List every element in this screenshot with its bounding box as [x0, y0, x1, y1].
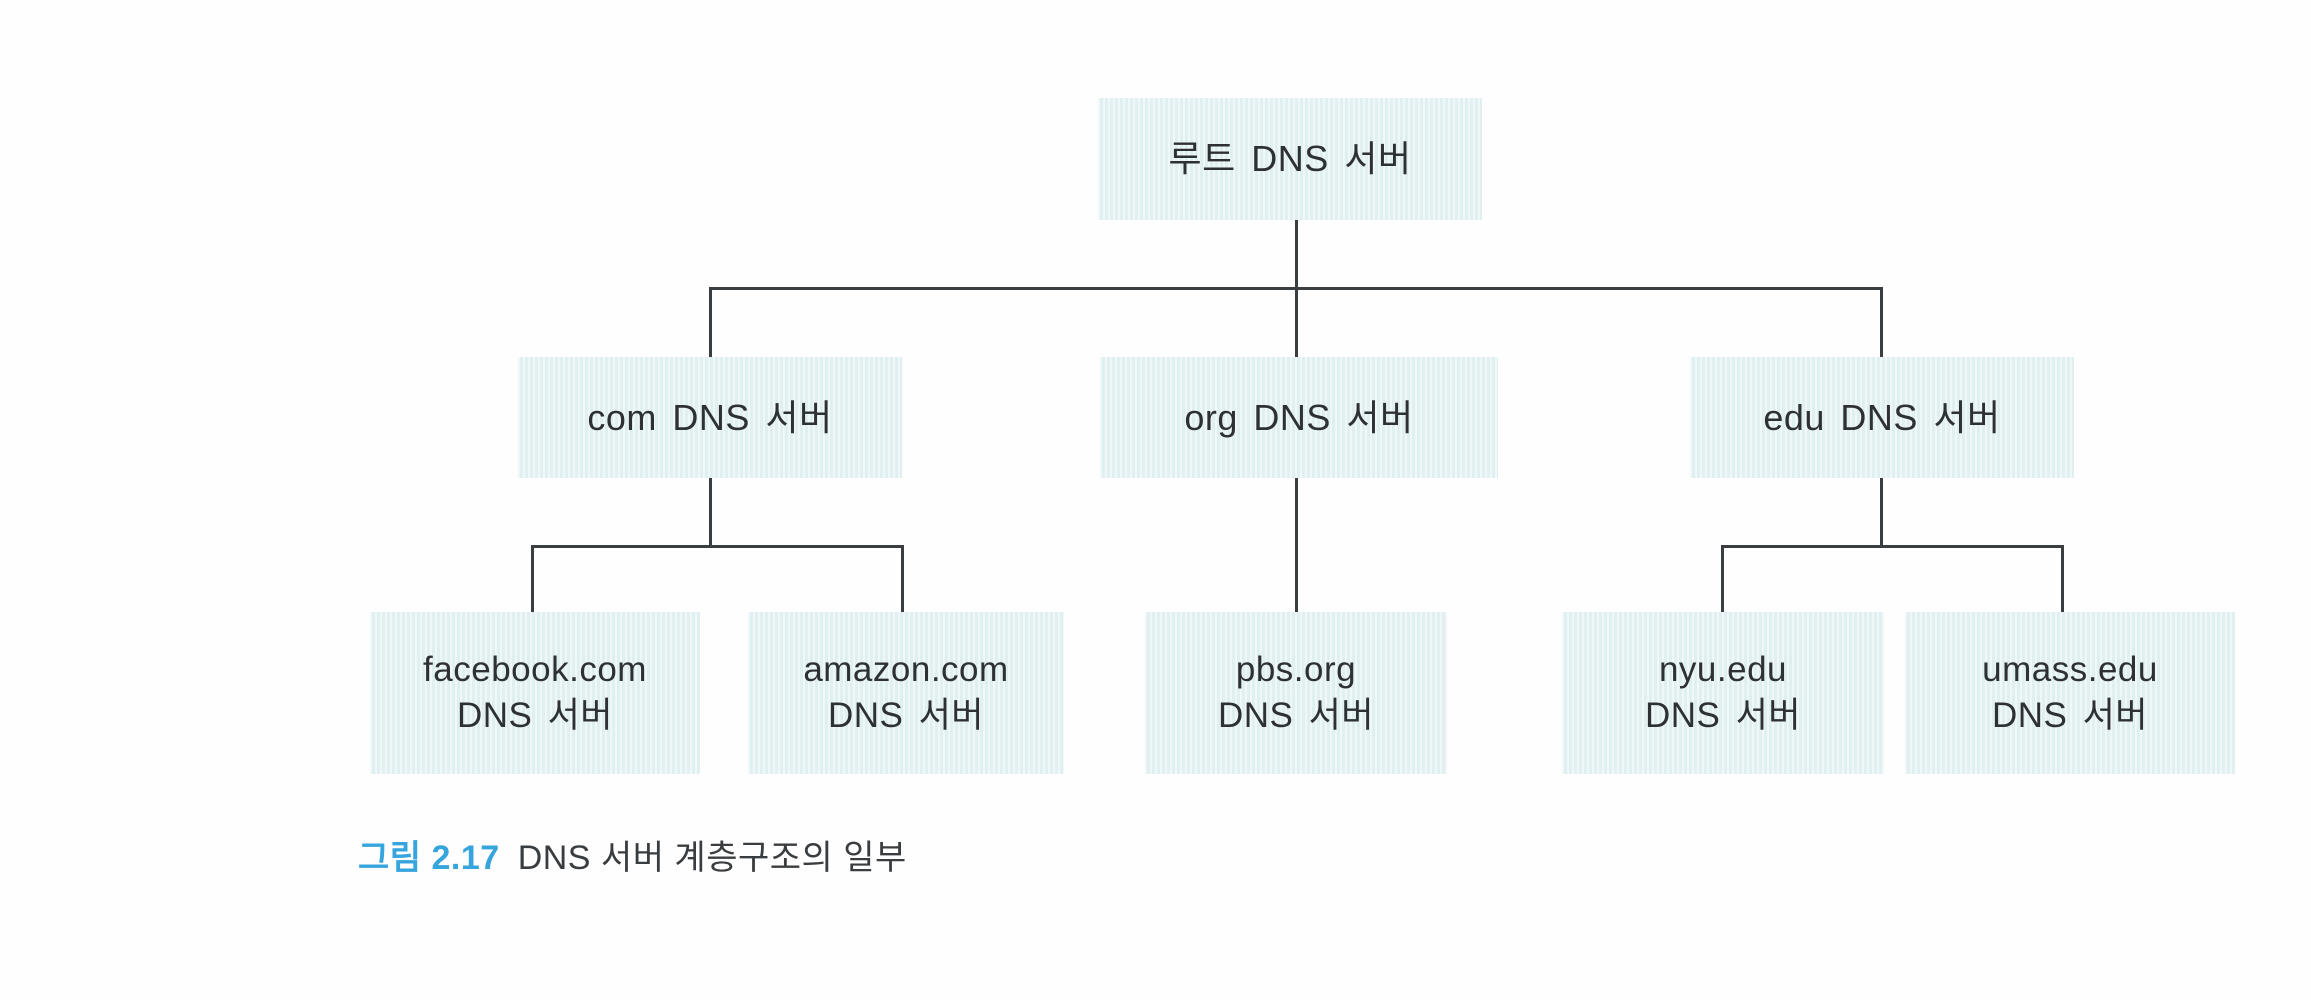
node-label-line1: facebook.com [423, 649, 647, 689]
node-label-line2: DNS 서버 [827, 696, 985, 735]
connector-rail-to-edu [1880, 288, 1883, 358]
figure-caption-number: 그림 2.17 [358, 839, 500, 877]
node-label-line1: amazon.com [803, 649, 1009, 689]
node-umass-dns-server: umass.edu DNS 서버 [1905, 612, 2235, 774]
node-pbs-dns-server: pbs.org DNS 서버 [1145, 612, 1447, 774]
node-root-dns-server: 루트 DNS 서버 [1098, 98, 1482, 220]
connector-org-to-pbs [1295, 478, 1298, 612]
connector-com-drop [709, 478, 712, 546]
node-com-dns-server: com DNS 서버 [518, 357, 902, 478]
node-label: com DNS 서버 [587, 396, 833, 438]
node-label-line1: umass.edu [1982, 649, 2158, 689]
node-label-line2: DNS 서버 [1991, 696, 2149, 735]
node-label-line1: pbs.org [1235, 649, 1357, 689]
connector-edu-children-rail [1721, 545, 2064, 548]
node-nyu-dns-server: nyu.edu DNS 서버 [1562, 612, 1884, 774]
node-org-dns-server: org DNS 서버 [1100, 357, 1498, 478]
figure-caption: 그림 2.17 DNS 서버 계층구조의 일부 [358, 830, 907, 879]
node-facebook-dns-server: facebook.com DNS 서버 [370, 612, 700, 774]
node-label: org DNS 서버 [1184, 396, 1414, 438]
connector-tld-rail [709, 287, 1883, 290]
connector-rail-to-nyu [1721, 546, 1724, 612]
node-amazon-dns-server: amazon.com DNS 서버 [748, 612, 1064, 774]
connector-rail-to-amazon [901, 546, 904, 612]
node-label-line2: DNS 서버 [1217, 696, 1375, 735]
connector-com-children-rail [531, 545, 904, 548]
figure-caption-text: DNS 서버 계층구조의 일부 [517, 839, 907, 877]
node-label: 루트 DNS 서버 [1168, 138, 1412, 180]
connector-rail-to-facebook [531, 546, 534, 612]
node-label-line2: DNS 서버 [1644, 696, 1802, 735]
connector-rail-to-umass [2061, 546, 2064, 612]
connector-root-to-org [1295, 220, 1298, 360]
node-label-line1: nyu.edu [1658, 649, 1788, 689]
node-label-line2: DNS 서버 [456, 696, 614, 735]
connector-rail-to-com [709, 288, 712, 358]
connector-edu-drop [1880, 478, 1883, 546]
node-edu-dns-server: edu DNS 서버 [1690, 357, 2074, 478]
node-label: edu DNS 서버 [1763, 396, 2001, 438]
